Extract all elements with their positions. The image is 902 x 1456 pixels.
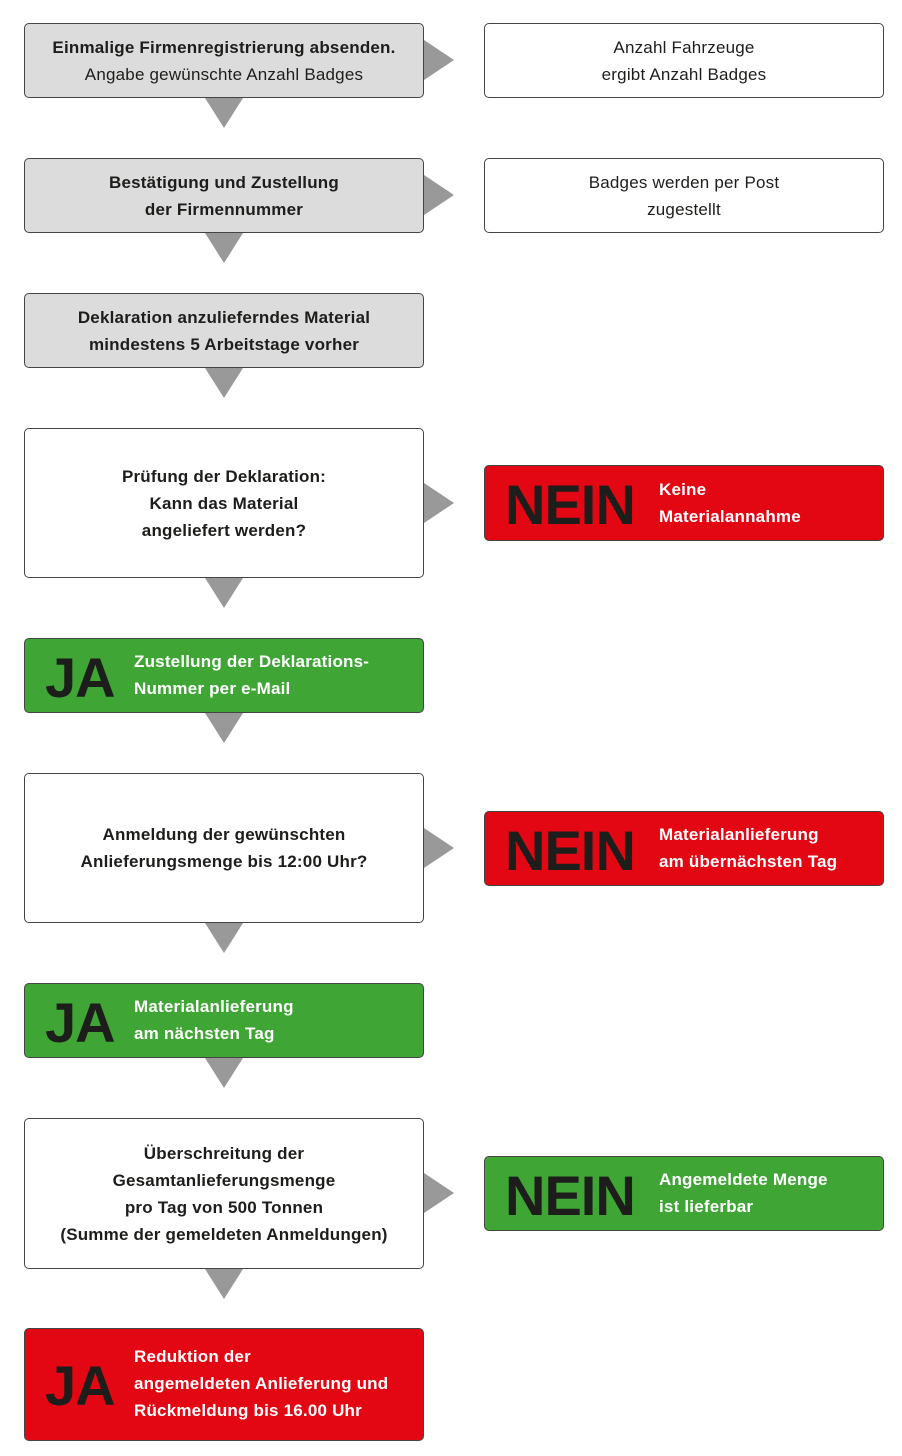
- answer-text-line: Angemeldete Menge: [659, 1170, 828, 1189]
- answer-text-line: Reduktion der: [134, 1347, 251, 1366]
- question-text-line: (Summe der gemeldeten Anmeldungen): [60, 1224, 388, 1244]
- answer-text-line: Materialanlieferung: [134, 997, 294, 1016]
- question-text-line: Anlieferungsmenge bis 12:00 Uhr?: [80, 852, 368, 871]
- answer-text: Reduktion der angemeldeten Anlieferung u…: [134, 1343, 388, 1424]
- right-arrow-icon: [424, 483, 454, 523]
- down-arrow-icon: [205, 923, 243, 953]
- answer-text: Keine Materialannahme: [659, 476, 801, 530]
- answer-text-line: Materialannahme: [659, 507, 801, 526]
- step-text-line: mindestens 5 Arbeitstage vorher: [88, 334, 360, 354]
- nein-label: NEIN: [505, 819, 636, 882]
- down-arrow-icon: [205, 233, 243, 263]
- question-text-line: Prüfung der Deklaration:: [121, 466, 327, 486]
- step-text-line: Deklaration anzulieferndes Material: [77, 307, 371, 327]
- question-text-line: Überschreitung der: [143, 1143, 305, 1163]
- step-bestaetigung: Bestätigung und Zustellung der Firmennum…: [24, 158, 424, 233]
- step-firmenregistrierung: Einmalige Firmenregistrierung absenden. …: [24, 23, 424, 98]
- step-text-line: Angabe gewünschte Anzahl Badges: [84, 64, 364, 84]
- question-text-line: angeliefert werden?: [141, 520, 307, 540]
- note-text-line: Badges werden per Post: [588, 172, 780, 192]
- down-arrow-icon: [205, 713, 243, 743]
- answer-text: Materialanlieferung am übernächsten Tag: [659, 821, 837, 875]
- ja-label: JA: [45, 646, 116, 709]
- answer-text-line: Nummer per e-Mail: [134, 679, 291, 698]
- question-ueberschreitung: Überschreitung der Gesamtanlieferungsmen…: [24, 1118, 424, 1269]
- note-anzahl-fahrzeuge: Anzahl Fahrzeuge ergibt Anzahl Badges: [484, 23, 884, 98]
- note-text-line: Anzahl Fahrzeuge: [613, 37, 755, 57]
- answer-ja-zustellung: JA Zustellung der Deklarations- Nummer p…: [24, 638, 424, 713]
- answer-ja-reduktion: JA Reduktion der angemeldeten Anlieferun…: [24, 1328, 424, 1441]
- question-text-line: Kann das Material: [149, 493, 299, 513]
- step-text-line: Bestätigung und Zustellung: [109, 172, 339, 192]
- answer-text-line: Materialanlieferung: [659, 825, 819, 844]
- ja-label: JA: [45, 991, 116, 1054]
- note-badges-post: Badges werden per Post zugestellt: [484, 158, 884, 233]
- question-anmeldung: Anmeldung der gewünschten Anlieferungsme…: [24, 773, 424, 923]
- down-arrow-icon: [205, 578, 243, 608]
- right-arrow-icon: [424, 828, 454, 868]
- answer-text: Angemeldete Menge ist lieferbar: [659, 1166, 828, 1220]
- answer-nein-uebernaechster-tag: NEIN Materialanlieferung am übernächsten…: [484, 811, 884, 886]
- question-pruefung: Prüfung der Deklaration: Kann das Materi…: [24, 428, 424, 578]
- answer-nein-keine-materialannahme: NEIN Keine Materialannahme: [484, 465, 884, 541]
- answer-text-line: Zustellung der Deklarations-: [134, 652, 370, 671]
- down-arrow-icon: [205, 368, 243, 398]
- answer-text: Materialanlieferung am nächsten Tag: [134, 993, 294, 1047]
- answer-text-line: Rückmeldung bis 16.00 Uhr: [134, 1401, 362, 1420]
- down-arrow-icon: [205, 98, 243, 128]
- step-deklaration: Deklaration anzulieferndes Material mind…: [24, 293, 424, 368]
- answer-ja-naechster-tag: JA Materialanlieferung am nächsten Tag: [24, 983, 424, 1058]
- step-text-line: der Firmennummer: [144, 199, 304, 219]
- right-arrow-icon: [424, 175, 454, 215]
- question-text-line: Anmeldung der gewünschten: [102, 825, 346, 844]
- answer-text-line: am nächsten Tag: [134, 1024, 275, 1043]
- answer-nein-lieferbar: NEIN Angemeldete Menge ist lieferbar: [484, 1156, 884, 1231]
- question-text-line: pro Tag von 500 Tonnen: [124, 1197, 324, 1217]
- answer-text-line: Keine: [659, 480, 707, 499]
- answer-text-line: angemeldeten Anlieferung und: [134, 1374, 389, 1393]
- nein-label: NEIN: [505, 1164, 636, 1227]
- down-arrow-icon: [205, 1058, 243, 1088]
- ja-label: JA: [45, 1354, 116, 1417]
- question-text-line: Gesamtanlieferungsmenge: [112, 1170, 336, 1190]
- down-arrow-icon: [205, 1269, 243, 1299]
- nein-label: NEIN: [505, 473, 636, 536]
- answer-text-line: ist lieferbar: [659, 1197, 754, 1216]
- right-arrow-icon: [424, 40, 454, 80]
- step-text-line: Einmalige Firmenregistrierung absenden.: [52, 37, 396, 57]
- answer-text-line: am übernächsten Tag: [659, 852, 838, 871]
- answer-text: Zustellung der Deklarations- Nummer per …: [134, 648, 369, 702]
- note-text-line: zugestellt: [647, 199, 721, 219]
- note-text-line: ergibt Anzahl Badges: [601, 64, 767, 84]
- right-arrow-icon: [424, 1173, 454, 1213]
